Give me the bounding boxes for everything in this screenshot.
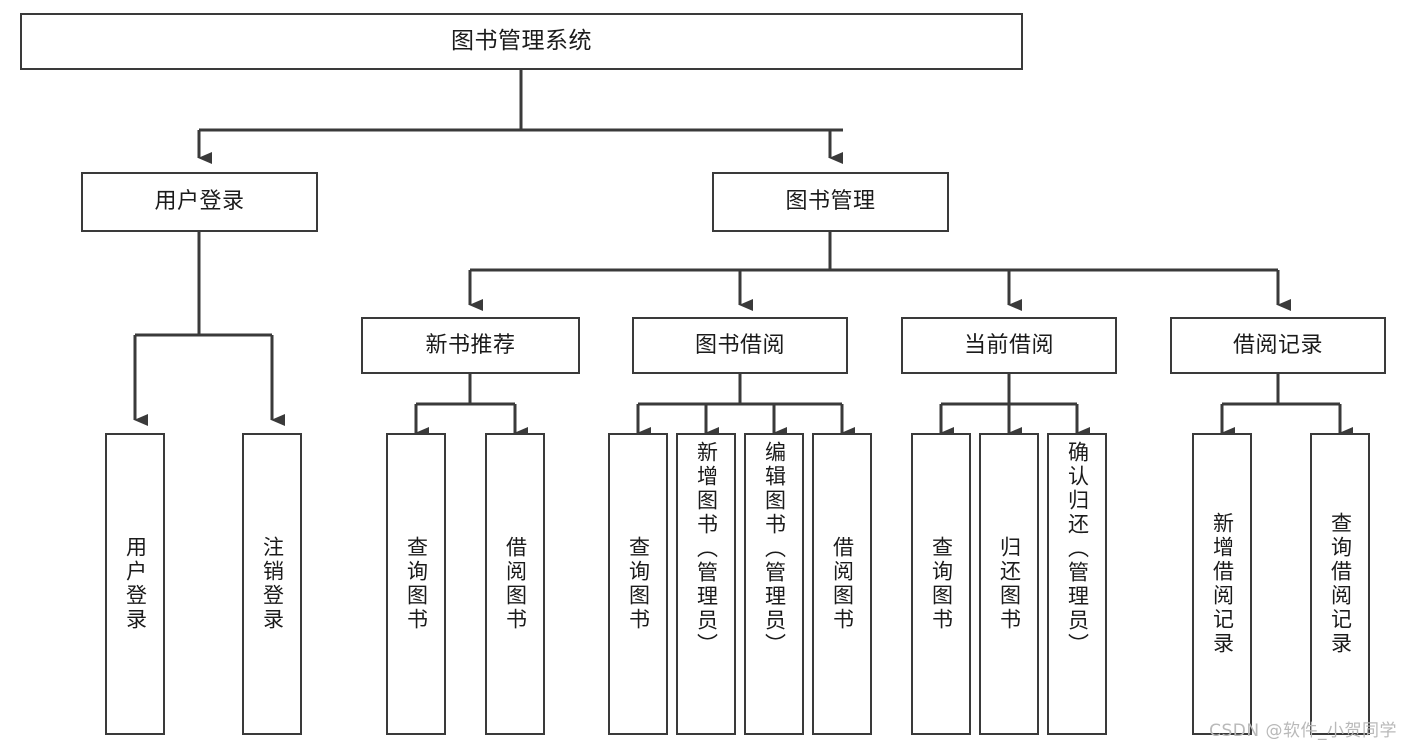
node-label: 编辑图书（管理员）: [762, 441, 787, 657]
node-leaf-add-book[interactable]: 新增图书（管理员）: [676, 433, 736, 735]
node-book-management[interactable]: 图书管理: [712, 172, 949, 232]
node-current-borrow[interactable]: 当前借阅: [901, 317, 1117, 374]
node-label: 查询图书: [626, 536, 651, 632]
node-label: 用户登录: [123, 536, 148, 632]
node-label: 新增图书（管理员）: [694, 441, 719, 657]
node-label: 用户登录: [154, 189, 245, 215]
node-root-system[interactable]: 图书管理系统: [20, 13, 1023, 70]
node-label: 图书管理: [785, 189, 876, 215]
node-label: 借阅图书: [503, 536, 528, 632]
node-leaf-user-login[interactable]: 用户登录: [105, 433, 165, 735]
node-leaf-return-books[interactable]: 归还图书: [979, 433, 1039, 735]
node-leaf-borrow-books-2[interactable]: 借阅图书: [812, 433, 872, 735]
node-leaf-edit-book[interactable]: 编辑图书（管理员）: [744, 433, 804, 735]
node-leaf-add-record[interactable]: 新增借阅记录: [1192, 433, 1252, 735]
node-label: 查询借阅记录: [1328, 512, 1353, 656]
node-label: 图书借阅: [694, 332, 785, 358]
node-label: 确认归还（管理员）: [1065, 441, 1090, 657]
node-label: 当前借阅: [963, 332, 1054, 358]
node-book-borrow[interactable]: 图书借阅: [632, 317, 848, 374]
node-label: 归还图书: [997, 536, 1022, 632]
node-leaf-query-books-3[interactable]: 查询图书: [911, 433, 971, 735]
node-new-book-recommend[interactable]: 新书推荐: [361, 317, 580, 374]
watermark-text: CSDN @软件_小贺同学: [1209, 721, 1397, 741]
node-label: 借阅图书: [830, 536, 855, 632]
node-label: 新增借阅记录: [1210, 512, 1235, 656]
node-leaf-borrow-books-1[interactable]: 借阅图书: [485, 433, 545, 735]
node-user-login[interactable]: 用户登录: [81, 172, 318, 232]
node-label: 新书推荐: [425, 332, 516, 358]
node-borrow-records[interactable]: 借阅记录: [1170, 317, 1386, 374]
node-leaf-query-books-1[interactable]: 查询图书: [386, 433, 446, 735]
node-label: 查询图书: [929, 536, 954, 632]
node-label: 图书管理系统: [451, 28, 592, 55]
node-leaf-query-record[interactable]: 查询借阅记录: [1310, 433, 1370, 735]
node-label: 查询图书: [404, 536, 429, 632]
node-label: 注销登录: [260, 536, 285, 632]
node-leaf-confirm-return[interactable]: 确认归还（管理员）: [1047, 433, 1107, 735]
node-leaf-logout-login[interactable]: 注销登录: [242, 433, 302, 735]
node-label: 借阅记录: [1232, 332, 1323, 358]
node-leaf-query-books-2[interactable]: 查询图书: [608, 433, 668, 735]
